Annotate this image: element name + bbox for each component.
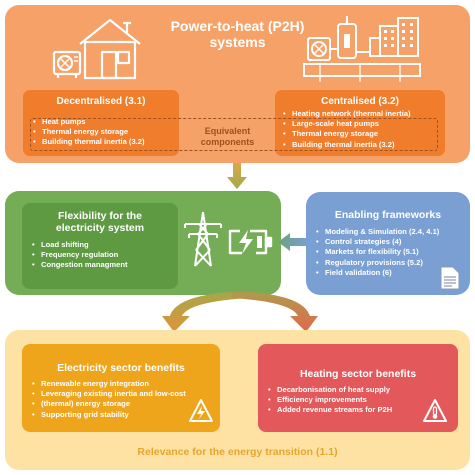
heating-benefits-box: Heating sector benefits Decarbonisation … — [258, 344, 458, 432]
down-arrow-p2h-to-flexibility — [226, 163, 248, 189]
decentralised-box: Decentralised (3.1) Heat pumps Thermal e… — [23, 90, 179, 156]
decentralised-list: Heat pumps Thermal energy storage Buildi… — [33, 117, 179, 148]
list-item: Thermal energy storage — [283, 129, 445, 139]
list-item: Heat pumps — [33, 117, 179, 127]
list-item: Efficiency improvements — [268, 395, 458, 405]
list-item: Modeling & Simulation (2.4, 4.1) — [316, 227, 470, 237]
list-item: Leveraging existing inertia and low-cost — [32, 389, 220, 399]
list-item: (thermal) energy storage — [32, 399, 220, 409]
list-item: Regulatory provisions (5.2) — [316, 258, 470, 268]
list-item: Added revenue streams for P2H — [268, 405, 458, 415]
warning-thermometer-icon — [422, 398, 448, 424]
list-item: Heating network (thermal inertia) — [283, 109, 445, 119]
list-item: Load shifting — [32, 240, 178, 250]
house-heat-pump-icon — [52, 14, 144, 82]
flexibility-list: Load shifting Frequency regulation Conge… — [32, 240, 178, 271]
enabling-frameworks-title: Enabling frameworks — [334, 209, 442, 221]
equivalent-components-label: Equivalent components — [180, 126, 275, 148]
list-item: Field validation (6) — [316, 268, 470, 278]
list-item: Renewable energy integration — [32, 379, 220, 389]
equivalence-dashed-band — [30, 118, 438, 151]
warning-lightning-icon — [188, 398, 214, 424]
electricity-benefits-box: Electricity sector benefits Renewable en… — [22, 344, 220, 432]
footer-relevance-label: Relevance for the energy transition (1.1… — [137, 446, 338, 458]
list-item: Control strategies (4) — [316, 237, 470, 247]
equivalent-line2: components — [200, 137, 255, 147]
list-item: Congestion managment — [32, 260, 178, 270]
centralised-box: Centralised (3.2) Heating network (therm… — [275, 90, 445, 156]
power-pylon-icon — [183, 210, 223, 268]
list-item: Frequency regulation — [32, 250, 178, 260]
heating-benefits-title: Heating sector benefits — [299, 368, 417, 380]
document-icon — [440, 266, 460, 290]
centralised-title: Centralised (3.2) — [321, 96, 399, 107]
left-arrow-enabling-to-flexibility — [278, 233, 308, 251]
list-item: Building thermal inertia (3.2) — [283, 140, 445, 150]
list-item: Thermal energy storage — [33, 127, 179, 137]
p2h-title-line1: Power-to-heat (P2H) — [170, 18, 305, 34]
battery-charging-icon — [226, 228, 274, 256]
list-item: Building thermal inertia (3.2) — [33, 137, 179, 147]
centralised-list: Heating network (thermal inertia) Large-… — [283, 109, 445, 150]
decentralised-title: Decentralised (3.1) — [56, 96, 146, 107]
split-arrows-to-benefits — [160, 292, 320, 334]
list-item: Decarbonisation of heat supply — [268, 385, 458, 395]
heating-benefits-list: Decarbonisation of heat supply Efficienc… — [268, 385, 458, 416]
district-heating-plant-icon — [300, 12, 425, 84]
flexibility-title-line2: electricity system — [55, 222, 145, 234]
electricity-benefits-list: Renewable energy integration Leveraging … — [32, 379, 220, 420]
list-item: Large-scale heat pumps — [283, 119, 445, 129]
flexibility-title: Flexibility for the electricity system — [22, 210, 178, 234]
enabling-frameworks-list: Modeling & Simulation (2.4, 4.1) Control… — [316, 227, 470, 278]
electricity-benefits-title: Electricity sector benefits — [57, 362, 185, 374]
list-item: Supporting grid stability — [32, 410, 220, 420]
p2h-title: Power-to-heat (P2H) systems — [140, 18, 335, 50]
p2h-title-line2: systems — [209, 34, 266, 50]
flexibility-box: Flexibility for the electricity system L… — [22, 203, 178, 289]
list-item: Markets for flexibility (5.1) — [316, 247, 470, 257]
flexibility-title-line1: Flexibility for the — [57, 210, 142, 222]
equivalent-line1: Equivalent — [204, 126, 251, 136]
